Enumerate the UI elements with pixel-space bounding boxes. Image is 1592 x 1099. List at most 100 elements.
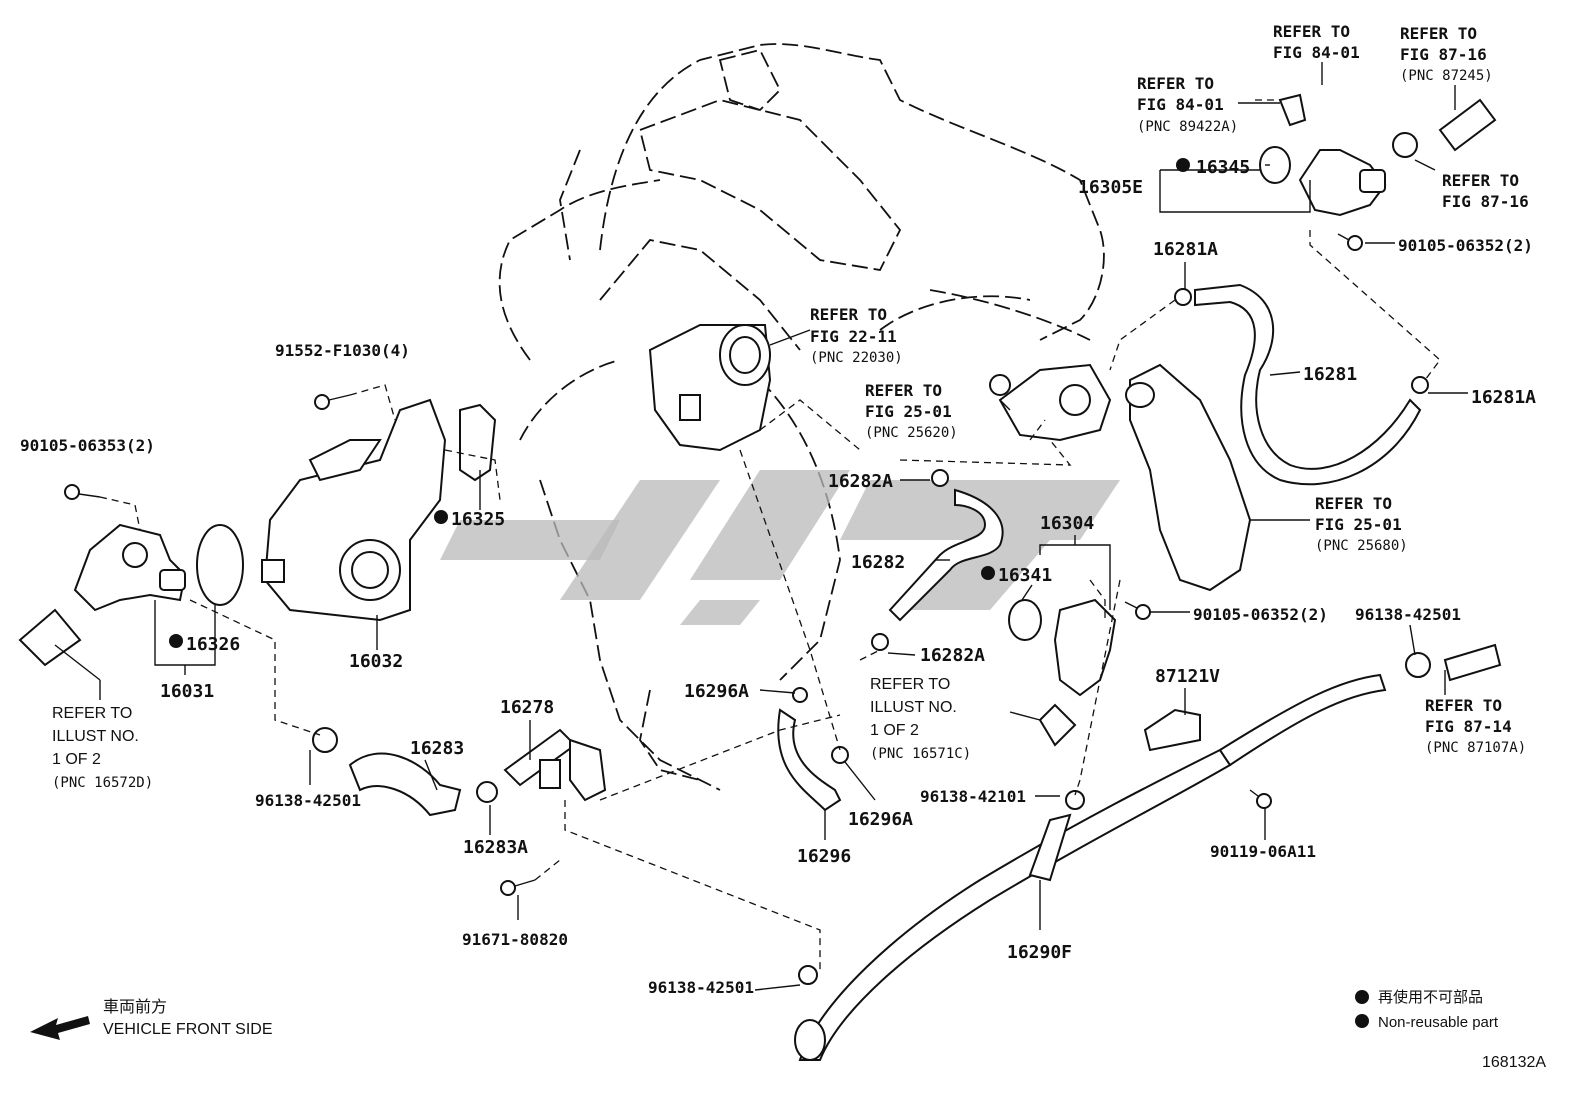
svg-text:FIG 22-11: FIG 22-11	[810, 327, 897, 346]
front-arrow-icon	[30, 1016, 90, 1040]
part-labels: 16326 16031 16032 16325 91552-F1030(4) 9…	[20, 157, 1536, 997]
legend: 再使用不可部品 Non-reusable part	[1378, 989, 1499, 1031]
clamp	[1405, 652, 1431, 678]
hose-end	[794, 1019, 826, 1061]
svg-text:ILLUST NO.: ILLUST NO.	[870, 699, 957, 716]
ref-fig-84-01-a: REFER TO FIG 84-01 (PNC 89422A)	[1137, 74, 1238, 135]
label-91552: 91552-F1030(4)	[275, 341, 410, 360]
bolt-90119	[1249, 789, 1272, 809]
label-16283: 16283	[410, 738, 464, 759]
label-96138-b: 96138-42501	[648, 978, 754, 997]
label-16326: 16326	[186, 634, 240, 655]
label-16282: 16282	[851, 552, 905, 573]
clamp	[476, 781, 498, 803]
svg-text:1 OF 2: 1 OF 2	[52, 751, 101, 768]
svg-text:(PNC 89422A): (PNC 89422A)	[1137, 119, 1238, 135]
svg-text:(PNC 25680): (PNC 25680)	[1315, 538, 1408, 554]
hose-16283	[348, 752, 462, 817]
label-96138-d: 96138-42501	[1355, 605, 1461, 624]
ref-fig-25-01-right: REFER TO FIG 25-01 (PNC 25680)	[1315, 494, 1408, 554]
svg-text:REFER TO: REFER TO	[1442, 171, 1519, 190]
throttle-body	[648, 324, 772, 452]
hose-16281	[1194, 283, 1422, 486]
label-16282A-bot: 16282A	[920, 645, 985, 666]
svg-text:REFER TO: REFER TO	[1425, 696, 1502, 715]
clamp	[1411, 376, 1429, 394]
label-16281: 16281	[1303, 364, 1357, 385]
legend-jp: 再使用不可部品	[1378, 989, 1483, 1006]
label-16290F: 16290F	[1007, 942, 1072, 963]
hose-16290F-upper	[1218, 673, 1387, 767]
label-16304: 16304	[1040, 513, 1094, 534]
bracket	[1143, 708, 1201, 752]
svg-text:REFER TO: REFER TO	[1273, 22, 1350, 41]
gasket	[459, 403, 497, 482]
label-16305E: 16305E	[1078, 177, 1143, 198]
label-16296A-top: 16296A	[684, 681, 749, 702]
svg-text:FIG 84-01: FIG 84-01	[1273, 43, 1360, 62]
ref-fig-87-14: REFER TO FIG 87-14 (PNC 87107A)	[1425, 696, 1526, 756]
svg-text:FIG 87-14: FIG 87-14	[1425, 717, 1512, 736]
clamp	[931, 469, 949, 487]
thermostat	[1008, 598, 1117, 697]
water-pipe	[503, 728, 607, 802]
svg-text:REFER TO: REFER TO	[810, 305, 887, 324]
clamp	[1065, 790, 1085, 810]
clamp	[831, 746, 849, 764]
svg-text:FIG 84-01: FIG 84-01	[1137, 95, 1224, 114]
label-16281A-right: 16281A	[1471, 387, 1536, 408]
non-reusable-markers	[169, 158, 1369, 1028]
water-outlet-top	[1259, 93, 1497, 217]
svg-text:REFER TO: REFER TO	[870, 676, 950, 693]
bolt-91552	[314, 394, 351, 410]
label-96138-c: 96138-42101	[920, 787, 1026, 806]
label-90105-06353: 90105-06353(2)	[20, 436, 155, 455]
ref-illust-center: REFER TO ILLUST NO. 1 OF 2 (PNC 16571C)	[870, 676, 971, 762]
ref-fig-25-01-center: REFER TO FIG 25-01 (PNC 25620)	[865, 381, 958, 441]
bolt-90105-left	[64, 484, 101, 500]
svg-text:(PNC 16571C): (PNC 16571C)	[870, 746, 971, 762]
svg-text:(PNC 25620): (PNC 25620)	[865, 425, 958, 441]
ref-fig-84-01-b: REFER TO FIG 84-01	[1273, 22, 1360, 62]
hose-16296	[777, 708, 842, 812]
svg-text:ILLUST NO.: ILLUST NO.	[52, 728, 139, 745]
hose-end-left	[18, 608, 82, 667]
bolt-90105-right	[1337, 233, 1363, 251]
clamp	[871, 633, 889, 651]
ref-illust-left: REFER TO ILLUST NO. 1 OF 2 (PNC 16572D)	[52, 705, 153, 791]
label-16282A-top: 16282A	[828, 471, 893, 492]
svg-text:REFER TO: REFER TO	[1315, 494, 1392, 513]
svg-text:(PNC 87245): (PNC 87245)	[1400, 68, 1493, 84]
label-16032: 16032	[349, 651, 403, 672]
label-16345: 16345	[1196, 157, 1250, 178]
svg-text:REFER TO: REFER TO	[1400, 24, 1477, 43]
svg-text:(PNC 87107A): (PNC 87107A)	[1425, 740, 1526, 756]
hose-stub	[1443, 643, 1502, 682]
leader-lines	[54, 62, 1468, 991]
label-91671: 91671-80820	[462, 930, 568, 949]
water-outlet	[261, 398, 447, 622]
ref-fig-87-16-b: REFER TO FIG 87-16	[1442, 171, 1529, 211]
label-16278: 16278	[500, 697, 554, 718]
svg-text:1 OF 2: 1 OF 2	[870, 722, 919, 739]
svg-text:(PNC 16572D): (PNC 16572D)	[52, 775, 153, 791]
egr-valve	[989, 363, 1112, 442]
clamp	[1174, 288, 1192, 306]
vehicle-front-note: 車両前方 VEHICLE FRONT SIDE	[30, 998, 273, 1040]
svg-text:VEHICLE FRONT SIDE: VEHICLE FRONT SIDE	[103, 1021, 273, 1038]
label-90105-right: 90105-06352(2)	[1398, 236, 1533, 255]
water-inlet-housing	[73, 523, 244, 612]
label-16031: 16031	[160, 681, 214, 702]
diagram-id: 168132A	[1482, 1054, 1546, 1071]
svg-text:(PNC 22030): (PNC 22030)	[810, 350, 903, 366]
svg-text:車両前方: 車両前方	[103, 998, 167, 1016]
svg-text:REFER TO: REFER TO	[865, 381, 942, 400]
bolt-91671	[500, 879, 536, 896]
engine-outline	[498, 43, 1105, 791]
bolt-90105-center	[1124, 601, 1151, 620]
assembly-lines	[99, 99, 1441, 970]
label-16296A-bot: 16296A	[848, 809, 913, 830]
hose-branch	[1028, 813, 1072, 882]
label-90105-center: 90105-06352(2)	[1193, 605, 1328, 624]
